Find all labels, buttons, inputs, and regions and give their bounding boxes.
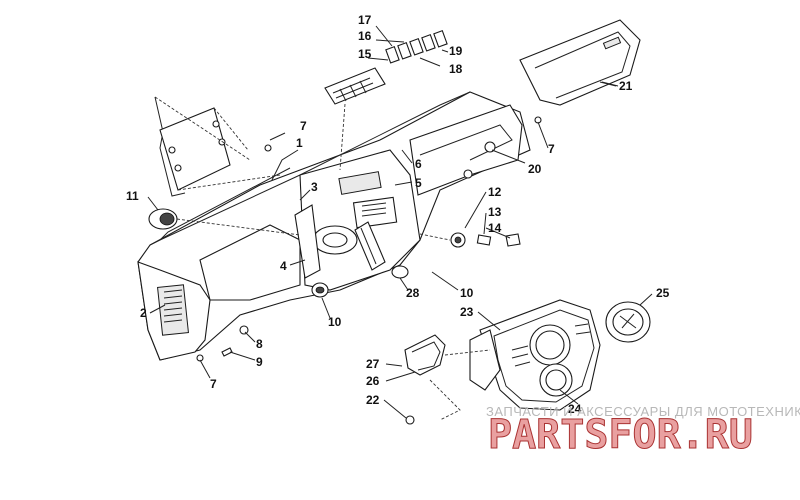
callout-3: 3 xyxy=(311,180,318,194)
callout-4: 4 xyxy=(280,259,287,273)
callout-5: 5 xyxy=(415,176,422,190)
callout-14: 14 xyxy=(488,221,502,235)
callout-28: 28 xyxy=(406,286,420,300)
leader-lines xyxy=(147,81,653,419)
watermark-tagline: ЗАПЧАСТИ И АКСЕССУАРЫ ДЛЯ МОТОТЕХНИКИ xyxy=(486,404,800,419)
fasteners xyxy=(196,116,542,425)
watermark-brand: PARTSFOR.RU xyxy=(488,412,753,458)
callout-7b: 7 xyxy=(548,142,555,156)
callout-24: 24 xyxy=(568,402,582,416)
callout-7c: 7 xyxy=(210,377,217,391)
callout-21: 21 xyxy=(619,79,633,93)
callout-17: 17 xyxy=(358,13,372,27)
meter-gauge xyxy=(605,301,651,343)
callout-25: 25 xyxy=(656,286,670,300)
callout-7a: 7 xyxy=(300,119,307,133)
callout-26: 26 xyxy=(366,374,380,388)
callout-10b: 10 xyxy=(328,315,342,329)
callout-labels: 1 2 3 4 5 6 7 7 7 8 9 10 10 11 12 13 14 … xyxy=(126,13,670,416)
callout-9: 9 xyxy=(256,355,263,369)
callout-22: 22 xyxy=(366,393,380,407)
callout-15: 15 xyxy=(358,47,372,61)
callout-1: 1 xyxy=(296,136,303,150)
callout-11: 11 xyxy=(126,189,139,203)
callout-12: 12 xyxy=(488,185,502,199)
bezel-ring xyxy=(404,334,491,421)
callout-19: 19 xyxy=(449,44,463,58)
callout-23: 23 xyxy=(460,305,474,319)
callout-8: 8 xyxy=(256,337,263,351)
callout-13: 13 xyxy=(488,205,502,219)
callout-10a: 10 xyxy=(460,286,474,300)
switch-panel xyxy=(324,25,449,171)
instrument-cluster xyxy=(469,299,601,411)
callout-20: 20 xyxy=(528,162,542,176)
cup-holder xyxy=(148,208,301,236)
callout-27: 27 xyxy=(366,357,380,371)
callout-16: 16 xyxy=(358,29,372,43)
mount-bracket xyxy=(154,96,281,197)
callout-6: 6 xyxy=(415,157,422,171)
callout-2: 2 xyxy=(140,306,147,320)
callout-18: 18 xyxy=(449,62,463,76)
dashboard-body xyxy=(137,91,531,361)
small-parts-12-14 xyxy=(419,232,521,248)
watermark: ЗАПЧАСТИ И АКСЕССУАРЫ ДЛЯ МОТОТЕХНИКИ PA… xyxy=(486,404,800,459)
